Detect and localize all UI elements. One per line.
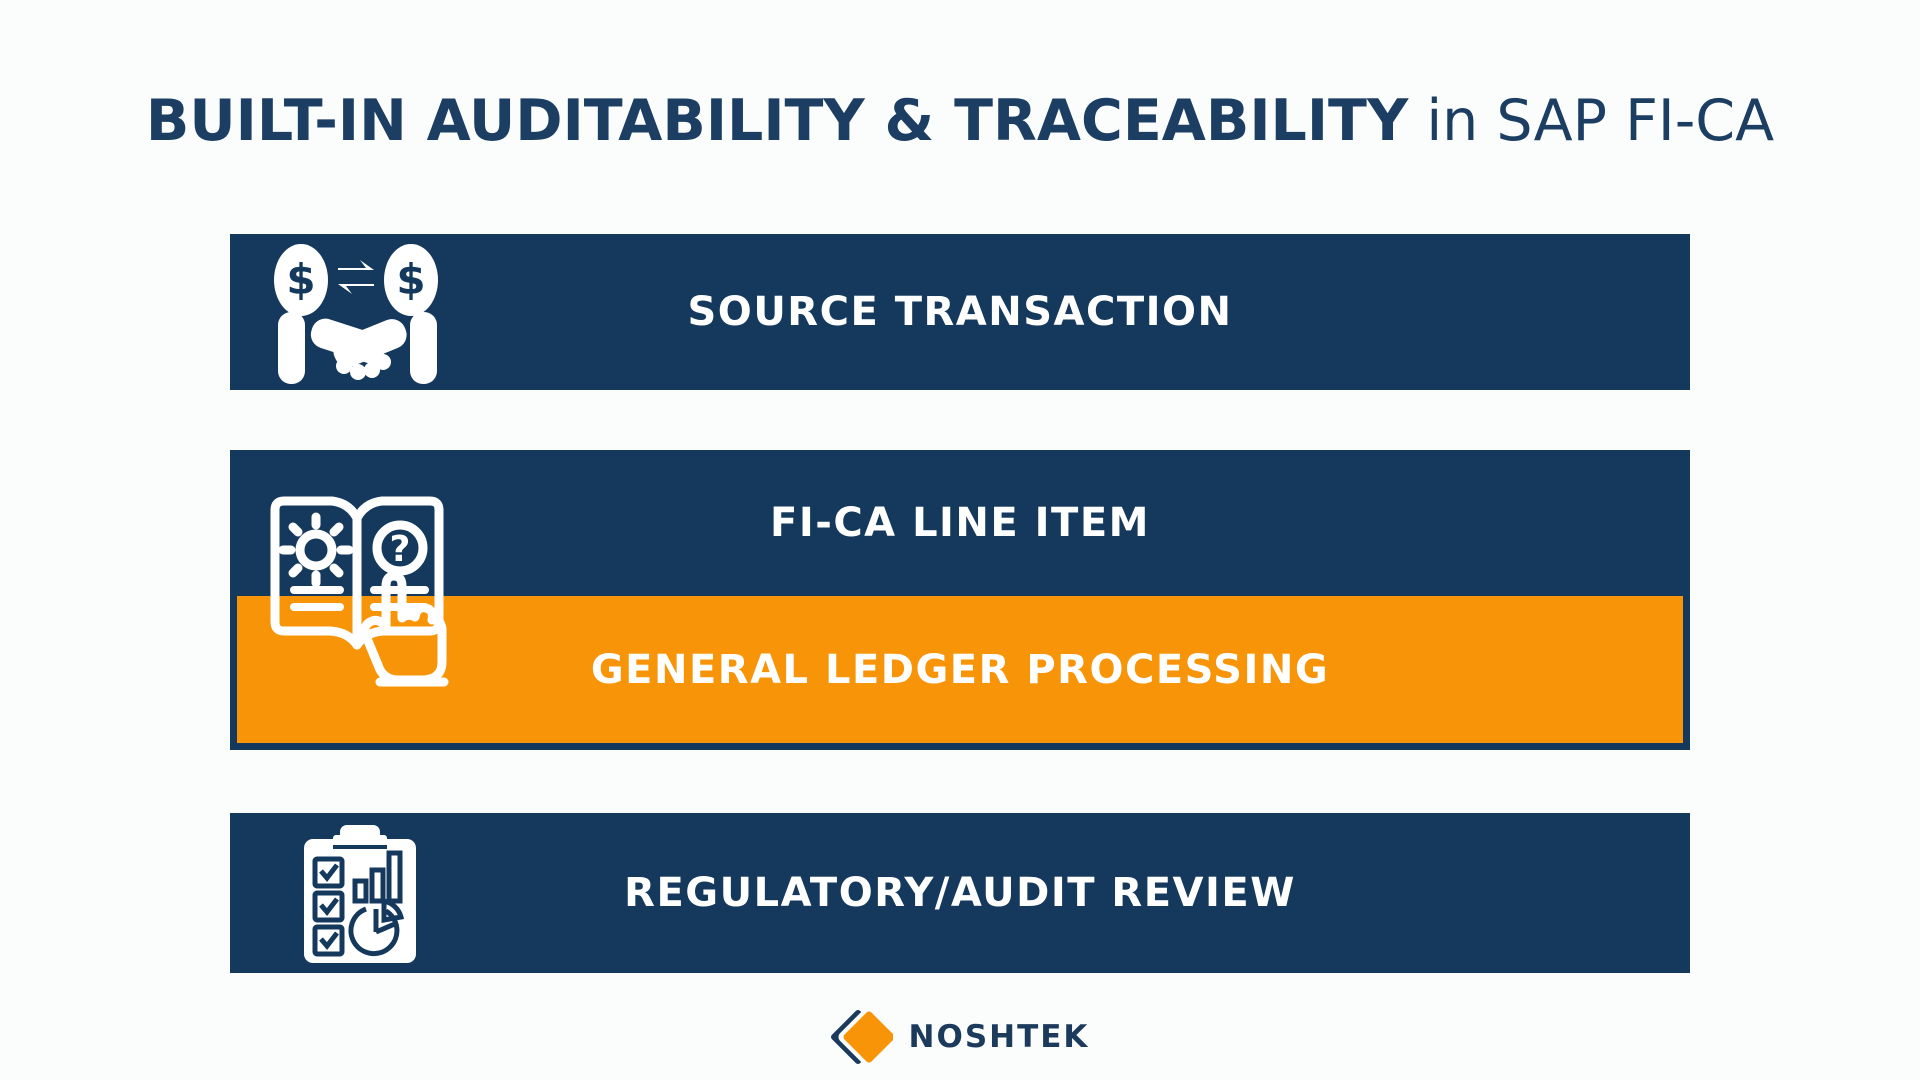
- money-exchange-handshake-icon: $ $: [270, 242, 445, 391]
- footer-brand: NOSHTEK: [0, 1002, 1920, 1072]
- step-label: GENERAL LEDGER PROCESSING: [590, 646, 1330, 693]
- step-regulatory-audit: REGULATORY/AUDIT REVIEW: [230, 813, 1690, 973]
- svg-text:$: $: [286, 255, 315, 304]
- step-fica-block: FI-CA LINE ITEM GENERAL LEDGER PROCESSIN…: [230, 450, 1690, 750]
- page-title: BUILT-IN AUDITABILITY & TRACEABILITY in …: [0, 88, 1920, 154]
- clipboard-checklist-icon: [300, 825, 420, 969]
- page-title-bold: BUILT-IN AUDITABILITY & TRACEABILITY: [145, 88, 1409, 154]
- audit-book-pointer-icon: ?: [260, 470, 460, 699]
- step-label: REGULATORY/AUDIT REVIEW: [624, 870, 1296, 916]
- page-title-regular: in SAP FI-CA: [1408, 88, 1775, 154]
- step-general-ledger: GENERAL LEDGER PROCESSING: [237, 596, 1683, 743]
- noshtek-logo-icon: [830, 1009, 893, 1065]
- step-label: FI-CA LINE ITEM: [770, 500, 1150, 546]
- svg-text:$: $: [396, 255, 425, 304]
- svg-text:?: ?: [390, 529, 411, 570]
- brand-name: NOSHTEK: [908, 1019, 1090, 1055]
- step-label: SOURCE TRANSACTION: [687, 289, 1233, 335]
- step-source-transaction: $ $ SOURCE TRANSACTI: [230, 234, 1690, 390]
